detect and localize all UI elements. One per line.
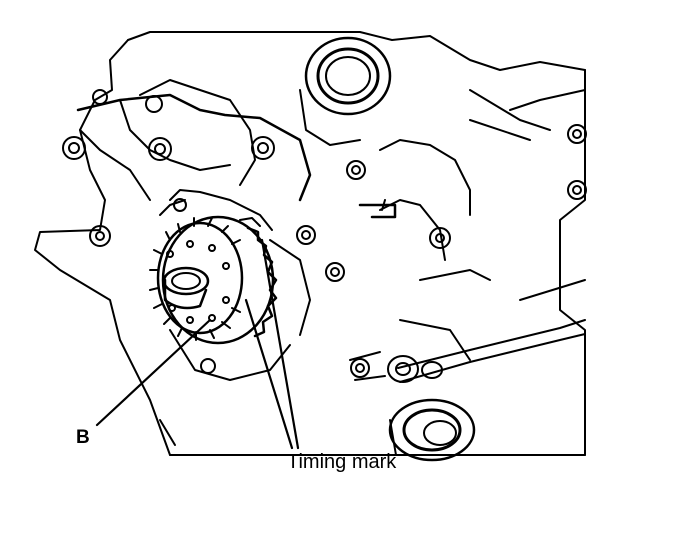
crankshaft-flange	[388, 398, 476, 462]
lower-bolt-boss	[349, 351, 443, 383]
cylinder-block-details	[296, 89, 587, 383]
timing-mark-label: Timing mark	[287, 451, 397, 473]
upper-bearing-boss	[299, 36, 392, 146]
callout-leaders	[95, 238, 300, 450]
pump-housing	[169, 189, 345, 381]
timing-sprocket-b	[149, 199, 278, 345]
part-b-label: B	[76, 427, 90, 448]
leader-line-b	[95, 318, 212, 427]
leader-line-timing-mark-1	[244, 298, 294, 450]
timing-cover-plate	[62, 89, 312, 247]
leader-line-timing-mark-2	[260, 238, 300, 450]
